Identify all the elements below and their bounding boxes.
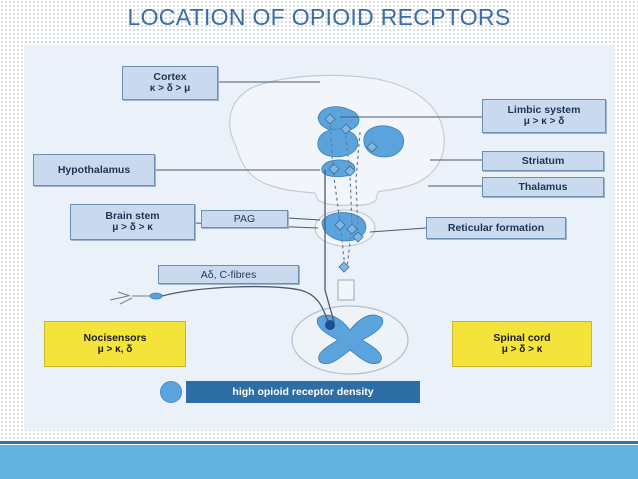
receptor-diamond (344, 165, 356, 177)
legend-label: high opioid receptor density (186, 381, 420, 403)
nerve-ending (109, 291, 152, 305)
spinal-label: Spinal cord (493, 332, 551, 344)
reticular-label: Reticular formation (447, 222, 545, 234)
receptor-diamond (324, 113, 336, 125)
receptor-diamond (340, 123, 352, 135)
pathway-3 (355, 131, 361, 231)
hypothalamus-label: Hypothalamus (57, 164, 131, 176)
brain-stem-box: Brain stem μ > δ > κ (70, 204, 195, 240)
nocisensors-box: Nocisensors μ > κ, δ (44, 321, 186, 367)
limbic-label: Limbic system (507, 104, 581, 116)
striatum-label: Striatum (521, 155, 565, 167)
fibres-box: Aδ, C-fibres (158, 265, 299, 284)
fibres-label: Aδ, C-fibres (200, 268, 257, 281)
spinal-cord-box: Spinal cord μ > δ > κ (452, 321, 592, 367)
thalamus-label: Thalamus (518, 181, 568, 193)
receptor-diamond (334, 219, 346, 231)
cortex-box: Cortex κ > δ > μ (122, 66, 218, 100)
pathway-1 (329, 119, 346, 269)
cord-segment (337, 279, 355, 301)
pag-box: PAG (201, 210, 288, 228)
footer-rule (0, 441, 638, 444)
thalamus-box: Thalamus (482, 177, 604, 197)
cortex-detail: κ > δ > μ (149, 83, 191, 94)
reticular-connector (369, 227, 427, 233)
limbic-detail: μ > κ > δ (523, 116, 565, 127)
legend-density-swatch (160, 381, 182, 403)
nocisensors-detail: μ > κ, δ (97, 344, 133, 355)
receptor-diamond (338, 261, 350, 273)
pag-connector (287, 217, 321, 221)
receptor-diamond (346, 223, 358, 235)
brainstem-label: Brain stem (105, 210, 160, 222)
pathway-2 (344, 129, 353, 269)
receptor-diamond (366, 141, 378, 153)
nerve-receptor-ending (149, 292, 163, 300)
spinal-detail: μ > δ > κ (501, 344, 543, 355)
hypothalamus-box: Hypothalamus (33, 154, 155, 186)
brainstem-detail: μ > δ > κ (112, 222, 153, 233)
sensory-fibre (161, 286, 329, 323)
reticular-formation-box: Reticular formation (426, 217, 566, 239)
footer-band (0, 445, 638, 479)
receptor-diamond (328, 163, 340, 175)
striatum-box: Striatum (482, 151, 604, 171)
pag-structure (321, 212, 367, 242)
dorsal-horn-dot (325, 320, 335, 330)
receptor-diamond (352, 231, 364, 243)
striatum-structure (317, 128, 359, 158)
cortex-label: Cortex (153, 71, 187, 83)
nocisensors-label: Nocisensors (83, 332, 147, 344)
slide-title: LOCATION OF OPIOID RECPTORS (127, 4, 511, 30)
ascending-pathway (324, 170, 335, 323)
pag-label: PAG (233, 213, 256, 225)
limbic-system-box: Limbic system μ > κ > δ (482, 99, 606, 133)
thalamus-structure (363, 125, 405, 158)
